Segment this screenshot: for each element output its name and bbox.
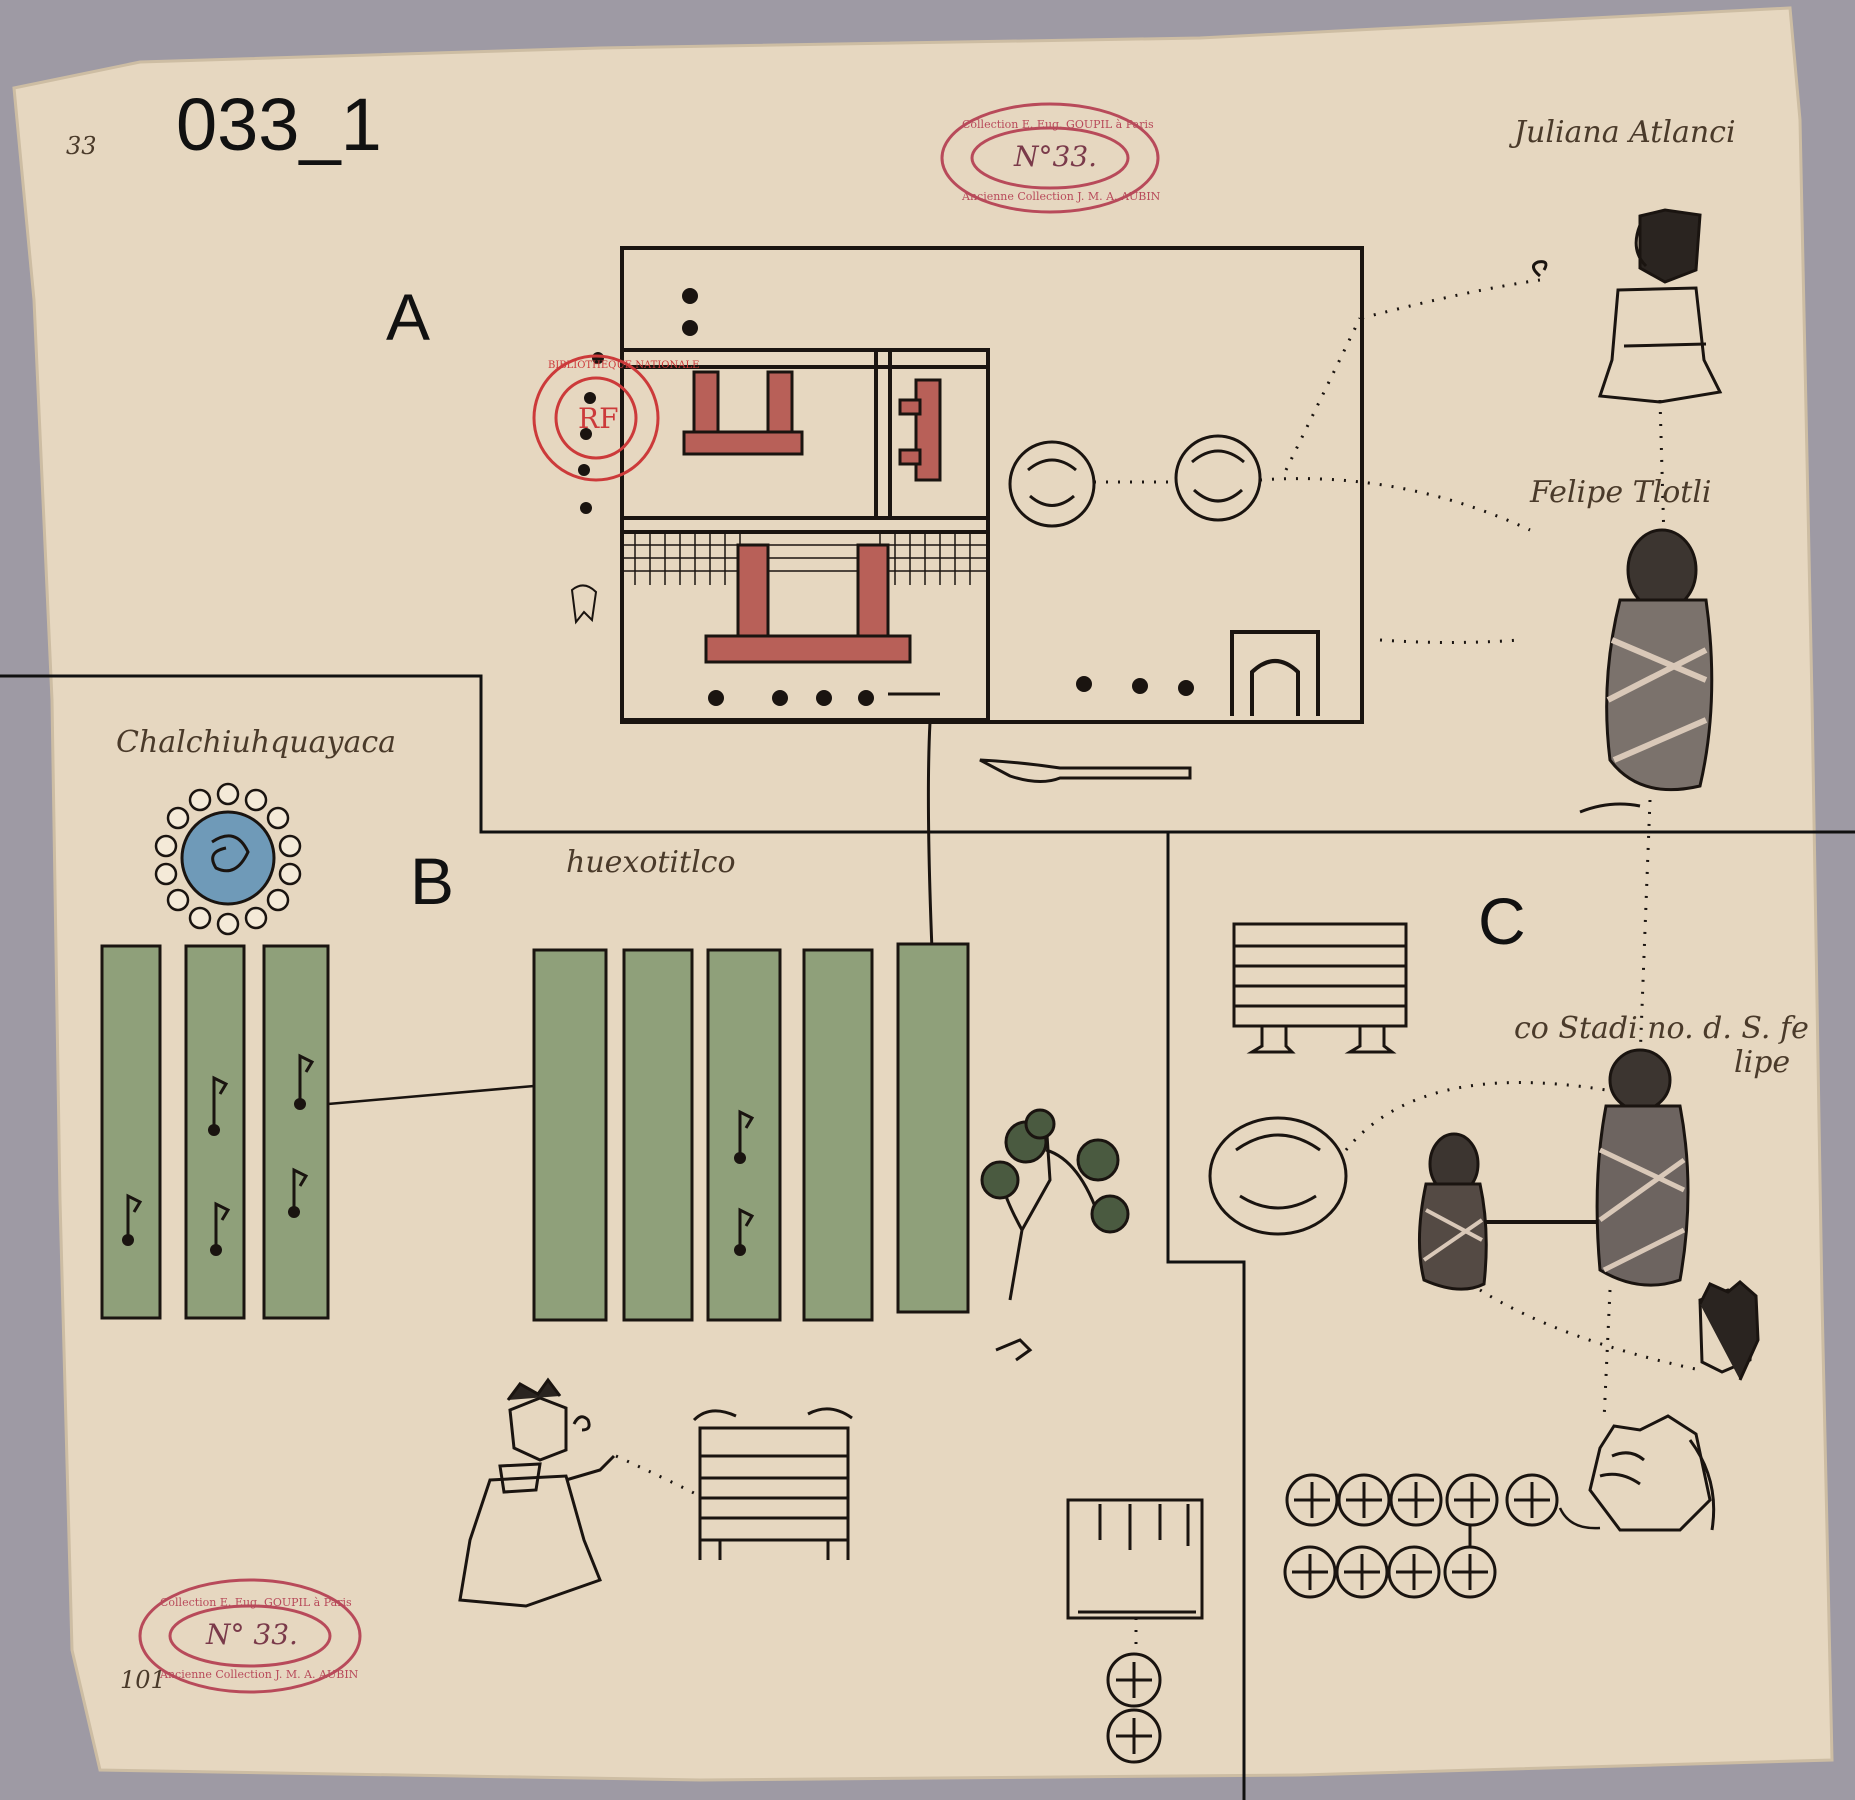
tooth-glyph: [570, 584, 598, 625]
stamp-bottom-number: N° 33.: [206, 1618, 298, 1651]
corner-mark-bottom: 101: [120, 1666, 166, 1694]
library-stamp-text: BIBLIOTHEQUE NATIONALE: [548, 360, 700, 371]
bench-glyph: [1232, 922, 1408, 1054]
stamp-top-number: N°33.: [1014, 140, 1098, 173]
head-profile: [1698, 1280, 1760, 1381]
gloss-custodia-line1: co Stadi no. d. S. fe: [1514, 1011, 1809, 1046]
bound-captive-figure: [1418, 1132, 1488, 1291]
gloss-chalchiuh: Chalchiuhquayaca: [116, 725, 397, 760]
paper-sheet: [12, 6, 1834, 1782]
tree-glyph: [980, 1108, 1130, 1362]
flag-glyphs: [126, 1053, 755, 1250]
collection-stamp-bottom: [138, 1578, 362, 1694]
gloss-custodia-line2: lipe: [1734, 1045, 1791, 1080]
coil-signs: [1008, 434, 1262, 528]
stamp-top-line2: Ancienne Collection J. M. A. AUBIN: [962, 190, 1161, 203]
collection-stamp-top: [940, 102, 1160, 214]
library-stamp: [532, 354, 660, 482]
panel-label-a: A: [386, 280, 431, 354]
gloss-huexotl: huexotitlco: [566, 845, 736, 880]
seated-woman-figure: [1532, 208, 1723, 404]
stool-glyph: [692, 1407, 853, 1560]
stamp-top-line1: Collection E. Eug. GOUPIL à Paris: [962, 118, 1154, 131]
panel-label-b: B: [410, 844, 455, 918]
jade-glyph: [154, 782, 302, 936]
library-stamp-mark: RF: [578, 402, 619, 435]
field-connector: [327, 1084, 535, 1106]
dotted-lines: [1094, 278, 1666, 1061]
panel-dividers: [0, 674, 1855, 1800]
page-label: 033_1: [176, 83, 382, 166]
gate: [1230, 630, 1320, 716]
panel-label-c: C: [1478, 884, 1526, 958]
seated-man-figure: [458, 1377, 616, 1608]
stamp-bottom-line1: Collection E. Eug. GOUPIL à Paris: [160, 1596, 352, 1609]
field-strips: [100, 942, 970, 1322]
knife: [979, 758, 1192, 783]
house-plan: [620, 246, 1364, 724]
coil-sign-c: [1208, 1116, 1348, 1236]
house-dots: [578, 288, 1194, 706]
gloss-felipe: Felipe Tlotli: [1530, 475, 1712, 510]
gloss-juliana: Juliana Atlanci: [1514, 115, 1736, 150]
coin-glyphs-c: [1283, 1473, 1559, 1599]
wrapped-figure-felipe: [1579, 528, 1714, 814]
corner-mark-top: 33: [66, 132, 97, 160]
red-structures: [682, 370, 942, 664]
wrapped-figure-custody: [1595, 1048, 1690, 1287]
stamp-bottom-line2: Ancienne Collection J. M. A. AUBIN: [160, 1668, 359, 1681]
coin-glyphs-b: [1106, 1652, 1162, 1764]
horse-head-glyph: [1588, 1414, 1716, 1532]
